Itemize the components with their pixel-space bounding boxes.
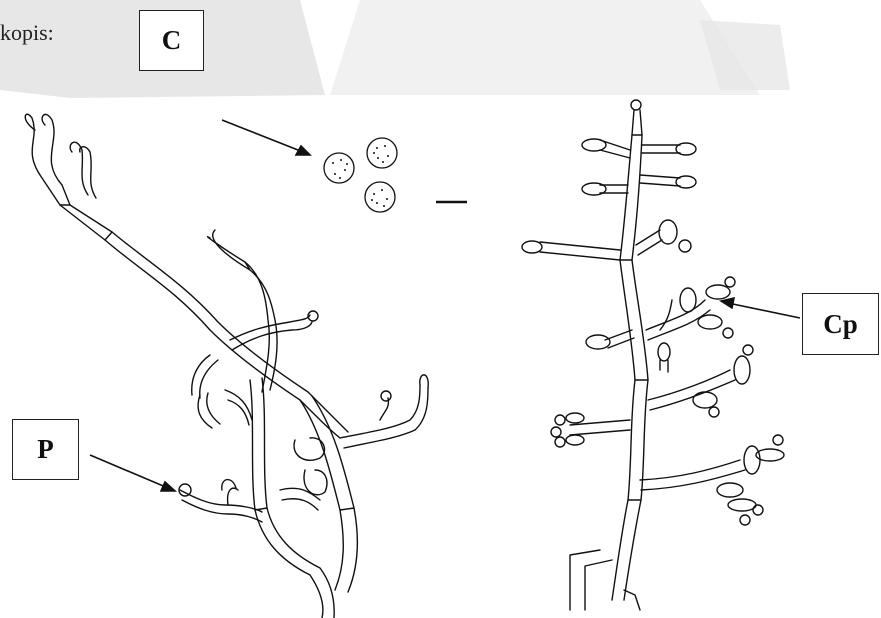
- label-box-c: C: [139, 10, 204, 71]
- spore-cluster: [324, 138, 397, 212]
- header-partial-text: kopis:: [0, 20, 54, 46]
- label-box-p: P: [12, 419, 79, 480]
- label-c: C: [162, 25, 182, 56]
- arrow-to-p: [90, 455, 175, 491]
- hyphae-left: [25, 114, 428, 618]
- watermark-shape: [0, 0, 790, 98]
- label-p: P: [37, 434, 54, 465]
- label-box-cp: Cp: [802, 293, 879, 355]
- hyphae-right: [522, 100, 784, 610]
- arrow-to-cp: [721, 298, 800, 318]
- arrow-to-spores: [222, 120, 310, 155]
- arrows: [90, 120, 800, 491]
- label-cp: Cp: [823, 309, 858, 340]
